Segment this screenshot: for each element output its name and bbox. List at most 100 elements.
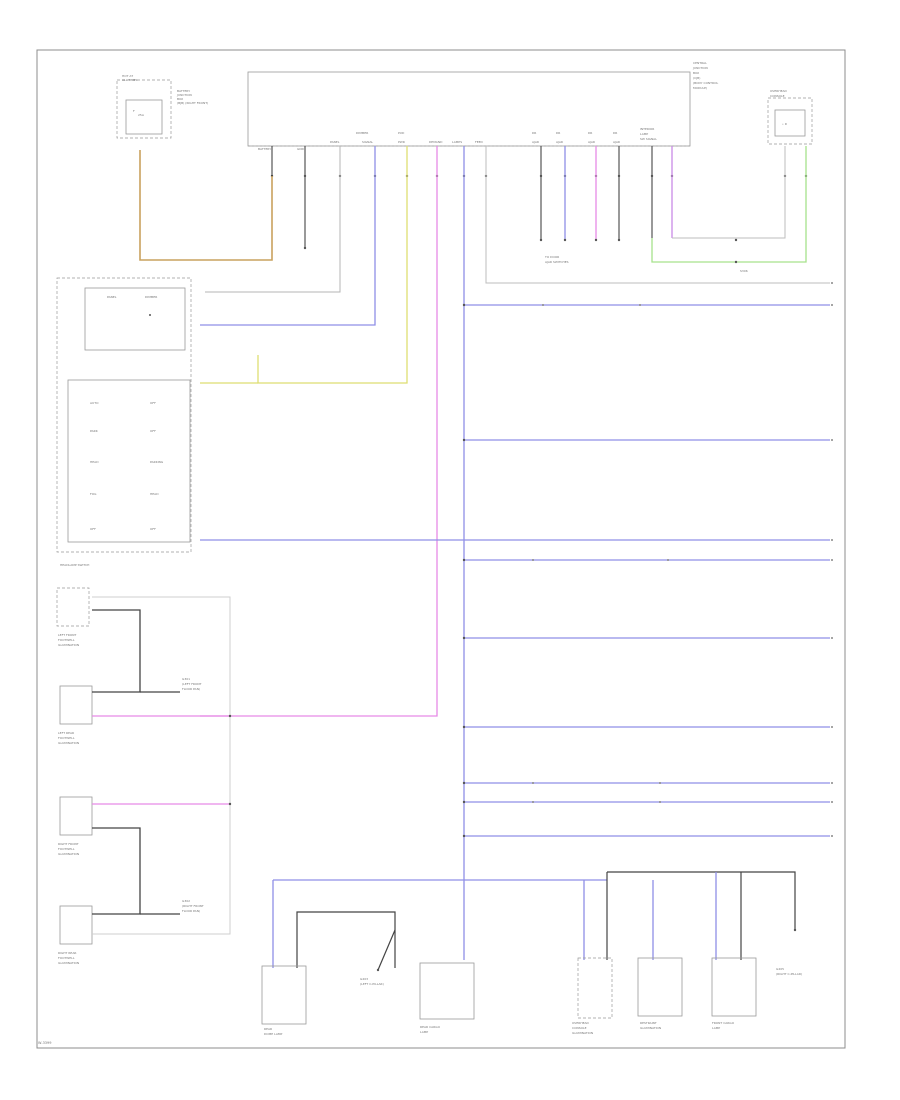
svg-text:G301: G301 xyxy=(182,677,190,681)
svg-text:G205: G205 xyxy=(776,967,784,971)
svg-text:(CJB): (CJB) xyxy=(693,76,700,80)
svg-text:PANEL: PANEL xyxy=(330,140,340,144)
svg-text:FOOTWELL: FOOTWELL xyxy=(58,638,75,642)
svg-text:LAMPS: LAMPS xyxy=(452,140,462,144)
svg-text:AJAR: AJAR xyxy=(588,140,595,144)
svg-text:HEAD: HEAD xyxy=(150,492,159,496)
svg-text:ILLUMINATION: ILLUMINATION xyxy=(58,961,79,965)
headlamp-switch: PANEL DIMMER AUTO OFF PARK OFF HEAD PARK… xyxy=(56,277,192,567)
svg-text:LEFT REAR: LEFT REAR xyxy=(58,731,74,735)
fuse-box-hot-at-all-times: HOT AT ALL TIMES BATTERY JUNCTION BOX (B… xyxy=(116,74,208,139)
svg-text:F: F xyxy=(133,109,135,113)
svg-text:SIGNAL: SIGNAL xyxy=(362,140,373,144)
svg-text:RESTRAINT: RESTRAINT xyxy=(640,1021,657,1025)
svg-text:AJAR SWITCHES: AJAR SWITCHES xyxy=(545,260,569,264)
svg-text:FOOTWELL: FOOTWELL xyxy=(58,847,75,851)
svg-text:ILLUMINATION: ILLUMINATION xyxy=(640,1026,661,1030)
svg-text:RIGHT FRONT: RIGHT FRONT xyxy=(58,842,79,846)
wire-battery-feed-brown xyxy=(139,150,273,261)
wire-demand-lamps-pink xyxy=(200,146,438,717)
svg-text:HOT AT: HOT AT xyxy=(122,74,133,78)
wire-bottom-black-left xyxy=(296,911,396,968)
wire-footwell-black-left xyxy=(92,609,141,693)
svg-text:LEFT FRONT: LEFT FRONT xyxy=(58,633,76,637)
svg-text:JUNCTION: JUNCTION xyxy=(176,93,192,97)
svg-text:• D: • D xyxy=(782,122,788,126)
wire-grey-to-right xyxy=(485,146,830,284)
svg-text:DR: DR xyxy=(532,131,536,135)
svg-text:PANEL: PANEL xyxy=(107,295,117,299)
wires-to-continuation xyxy=(464,304,830,837)
svg-text:OFF: OFF xyxy=(150,527,156,531)
svg-text:CONSOLE: CONSOLE xyxy=(572,1026,587,1030)
wire-overhead-green xyxy=(651,146,807,263)
wire-bottom-blue-left xyxy=(273,879,465,960)
svg-text:INTERIOR: INTERIOR xyxy=(640,127,654,131)
svg-text:G302: G302 xyxy=(182,899,190,903)
svg-text:OVERHEAD: OVERHEAD xyxy=(770,89,788,93)
svg-text:PARKING: PARKING xyxy=(150,460,164,464)
svg-text:(BJB) (RIGHT FRONT): (BJB) (RIGHT FRONT) xyxy=(177,101,208,105)
svg-text:CONSOLE: CONSOLE xyxy=(770,94,785,98)
svg-text:ILLUMINATION: ILLUMINATION xyxy=(572,1031,593,1035)
svg-text:ALL TIMES: ALL TIMES xyxy=(122,78,138,82)
svg-text:FOOTWELL: FOOTWELL xyxy=(58,736,75,740)
svg-text:AJAR: AJAR xyxy=(556,140,563,144)
svg-text:MODULE): MODULE) xyxy=(693,86,707,90)
svg-text:CENTRAL: CENTRAL xyxy=(693,61,707,65)
svg-text:RIGHT REAR: RIGHT REAR xyxy=(58,951,76,955)
svg-text:ILLUMINATION: ILLUMINATION xyxy=(58,741,79,745)
svg-text:DOME LAMP: DOME LAMP xyxy=(264,1032,282,1036)
svg-text:AJAR: AJAR xyxy=(613,140,620,144)
wire-panel-dimmer-grey xyxy=(205,146,341,293)
left-rear-lamps: LEFT FRONT FOOTWELL ILLUMINATION LEFT RE… xyxy=(56,587,93,965)
svg-text:BOX: BOX xyxy=(693,71,699,75)
svg-text:PWR: PWR xyxy=(398,140,405,144)
svg-text:HEAD: HEAD xyxy=(90,460,99,464)
diagram-reference-code: W-3399 xyxy=(38,1041,52,1045)
body-control-module: CENTRAL JUNCTION BOX (CJB) (BODY CONTROL… xyxy=(247,61,718,151)
svg-text:DIMMER: DIMMER xyxy=(145,295,157,299)
wire-pud-power-yellow xyxy=(257,146,408,384)
svg-text:REAR: REAR xyxy=(264,1027,272,1031)
svg-text:HEADLAMP SWITCH: HEADLAMP SWITCH xyxy=(60,563,89,567)
wire-dimmer-signal-blue xyxy=(200,146,376,326)
svg-text:(LEFT C-PILLAR): (LEFT C-PILLAR) xyxy=(360,982,384,986)
svg-text:DEMAND: DEMAND xyxy=(429,140,443,144)
svg-text:G203: G203 xyxy=(360,977,368,981)
svg-text:FEED: FEED xyxy=(475,140,484,144)
svg-text:DIMMER: DIMMER xyxy=(356,131,368,135)
svg-text:OFF: OFF xyxy=(150,429,156,433)
svg-text:(RIGHT FRONT: (RIGHT FRONT xyxy=(182,904,204,908)
svg-text:LAMP: LAMP xyxy=(712,1026,720,1030)
wire-bottom-black-right xyxy=(607,871,796,930)
svg-text:FLOOR PAN): FLOOR PAN) xyxy=(182,909,200,913)
svg-text:BATTERY: BATTERY xyxy=(177,89,190,93)
svg-text:AUTO: AUTO xyxy=(90,401,99,405)
svg-text:OFF: OFF xyxy=(150,401,156,405)
svg-text:(BODY CONTROL: (BODY CONTROL xyxy=(693,81,718,85)
svg-text:REAR CARGO: REAR CARGO xyxy=(420,1025,441,1029)
svg-text:DR: DR xyxy=(613,131,617,135)
svg-text:OVERHEAD: OVERHEAD xyxy=(572,1021,590,1025)
diagram-frame xyxy=(36,49,846,1049)
svg-text:DR: DR xyxy=(556,131,560,135)
wire-footwell-black-right xyxy=(92,827,141,915)
svg-text:TO DOOR: TO DOOR xyxy=(544,255,559,259)
svg-text:LAMP: LAMP xyxy=(640,132,648,136)
svg-text:GND: GND xyxy=(297,147,305,151)
svg-text:OFF: OFF xyxy=(90,527,96,531)
svg-text:LAMP: LAMP xyxy=(420,1030,428,1034)
svg-text:(LEFT FRONT: (LEFT FRONT xyxy=(182,682,202,686)
wire-footwell-grey xyxy=(92,596,231,935)
overhead-console: OVERHEAD CONSOLE • D xyxy=(767,89,813,145)
svg-text:(RIGHT C-PILLAR): (RIGHT C-PILLAR) xyxy=(776,972,802,976)
svg-text:ILLUMINATION: ILLUMINATION xyxy=(58,852,79,856)
svg-text:ILLUMINATION: ILLUMINATION xyxy=(58,643,79,647)
svg-text:PARK: PARK xyxy=(90,429,99,433)
svg-text:DR: DR xyxy=(588,131,592,135)
module-connector-pins xyxy=(270,174,808,178)
svg-text:AJAR: AJAR xyxy=(532,140,539,144)
svg-text:FOG: FOG xyxy=(90,492,97,496)
